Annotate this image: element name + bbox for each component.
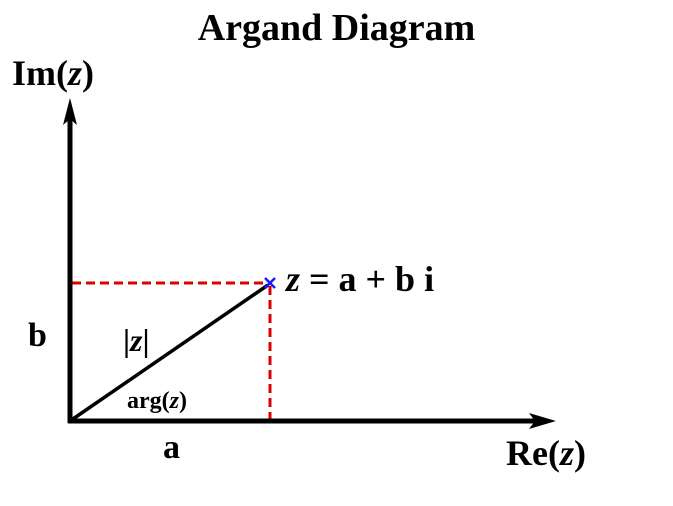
imaginary-axis-label-prefix: Im(	[12, 53, 68, 93]
real-axis-label-prefix: Re(	[506, 433, 560, 473]
point-equation-label: z = a + b i	[286, 258, 434, 300]
argument-label: arg(z)	[127, 387, 187, 415]
point-x-marker-icon	[264, 277, 276, 289]
imaginary-component-label: b	[28, 317, 47, 354]
real-axis-label: Re(z)	[506, 432, 586, 474]
argument-variable: z	[169, 388, 179, 414]
argument-prefix: arg(	[127, 388, 170, 414]
modulus-right-bar: |	[142, 322, 150, 358]
real-axis-label-variable: z	[559, 433, 574, 473]
imaginary-axis-label-suffix: )	[82, 53, 95, 93]
modulus-left-bar: |	[123, 322, 131, 358]
modulus-variable: z	[130, 322, 143, 358]
modulus-label: |z|	[123, 321, 150, 359]
imaginary-axis-label-variable: z	[68, 53, 83, 93]
diagram-title: Argand Diagram	[197, 7, 476, 49]
argument-suffix: )	[179, 388, 187, 414]
imaginary-axis-label: Im(z)	[12, 52, 94, 94]
equation-variable: z	[286, 259, 301, 299]
real-component-label: a	[163, 429, 180, 466]
real-axis-label-suffix: )	[573, 433, 586, 473]
vector-line	[69, 283, 269, 423]
equation-expression: = a + b i	[300, 259, 435, 299]
real-axis-arrowhead-icon	[529, 413, 556, 429]
imaginary-axis-arrowhead-icon	[63, 98, 77, 125]
